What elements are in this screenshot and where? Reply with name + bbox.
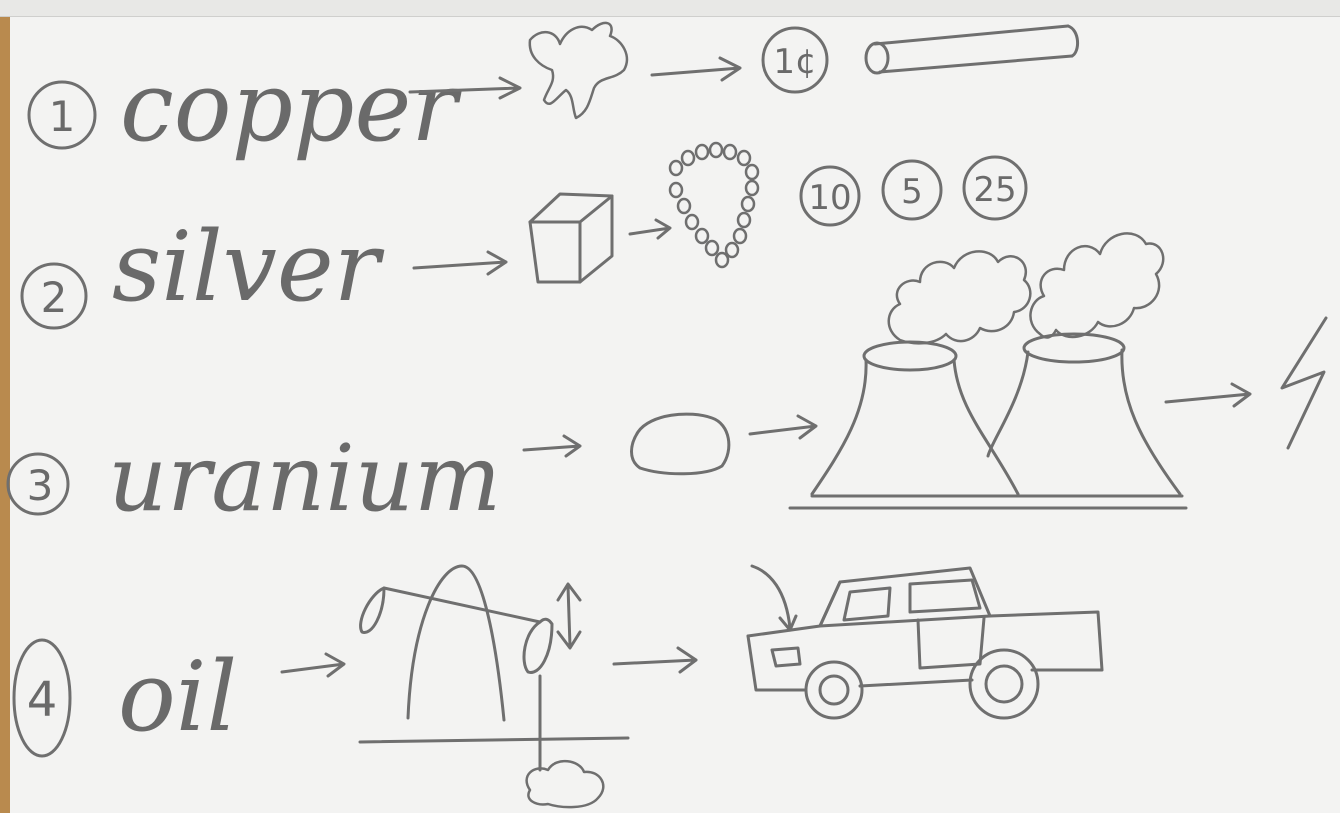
row-oil: 4 oil bbox=[14, 566, 1102, 807]
copper-ore-icon bbox=[530, 23, 627, 118]
coin-label-25: 25 bbox=[973, 170, 1016, 210]
wheel-hub bbox=[986, 666, 1022, 702]
silver-cube-icon bbox=[530, 194, 612, 282]
word-copper: copper bbox=[120, 51, 462, 163]
arrow-icon bbox=[282, 654, 344, 676]
row-silver: 2 silver bbox=[22, 143, 1026, 328]
pickup-truck-icon bbox=[748, 566, 1102, 718]
number-2: 2 bbox=[41, 273, 68, 322]
fuel-pointer-arrow-icon bbox=[752, 566, 796, 630]
penny-label: 1¢ bbox=[773, 42, 816, 82]
number-3: 3 bbox=[27, 461, 54, 510]
arrow-icon bbox=[652, 58, 740, 80]
arrow-icon bbox=[750, 416, 816, 438]
word-uranium: uranium bbox=[108, 425, 501, 532]
cooling-towers-icon bbox=[790, 233, 1186, 508]
coin-label-5: 5 bbox=[901, 172, 923, 212]
word-silver: silver bbox=[112, 211, 385, 323]
row-copper: 1 copper 1¢ bbox=[29, 23, 1078, 163]
arrow-icon bbox=[1166, 384, 1250, 406]
uranium-rock-icon bbox=[632, 414, 729, 474]
smoke-cloud-icon bbox=[1030, 233, 1163, 337]
word-oil: oil bbox=[118, 641, 237, 753]
number-4: 4 bbox=[27, 672, 58, 728]
arrow-icon bbox=[614, 648, 696, 672]
number-1: 1 bbox=[49, 92, 76, 141]
wheel-icon bbox=[970, 650, 1038, 718]
coin-label-10: 10 bbox=[808, 178, 851, 218]
lightning-bolt-icon bbox=[1282, 318, 1326, 448]
arrow-icon bbox=[630, 220, 670, 238]
wheel-hub bbox=[820, 676, 848, 704]
copper-pipe-icon bbox=[866, 26, 1078, 73]
up-down-arrow-icon bbox=[558, 584, 580, 648]
oil-deposit-icon bbox=[527, 761, 604, 807]
arrow-icon bbox=[414, 252, 506, 274]
smoke-cloud-icon bbox=[889, 251, 1031, 343]
pump-jack-icon bbox=[360, 566, 628, 807]
wheel-icon bbox=[806, 662, 862, 718]
necklace-icon bbox=[670, 143, 758, 267]
arrow-icon bbox=[524, 436, 580, 456]
